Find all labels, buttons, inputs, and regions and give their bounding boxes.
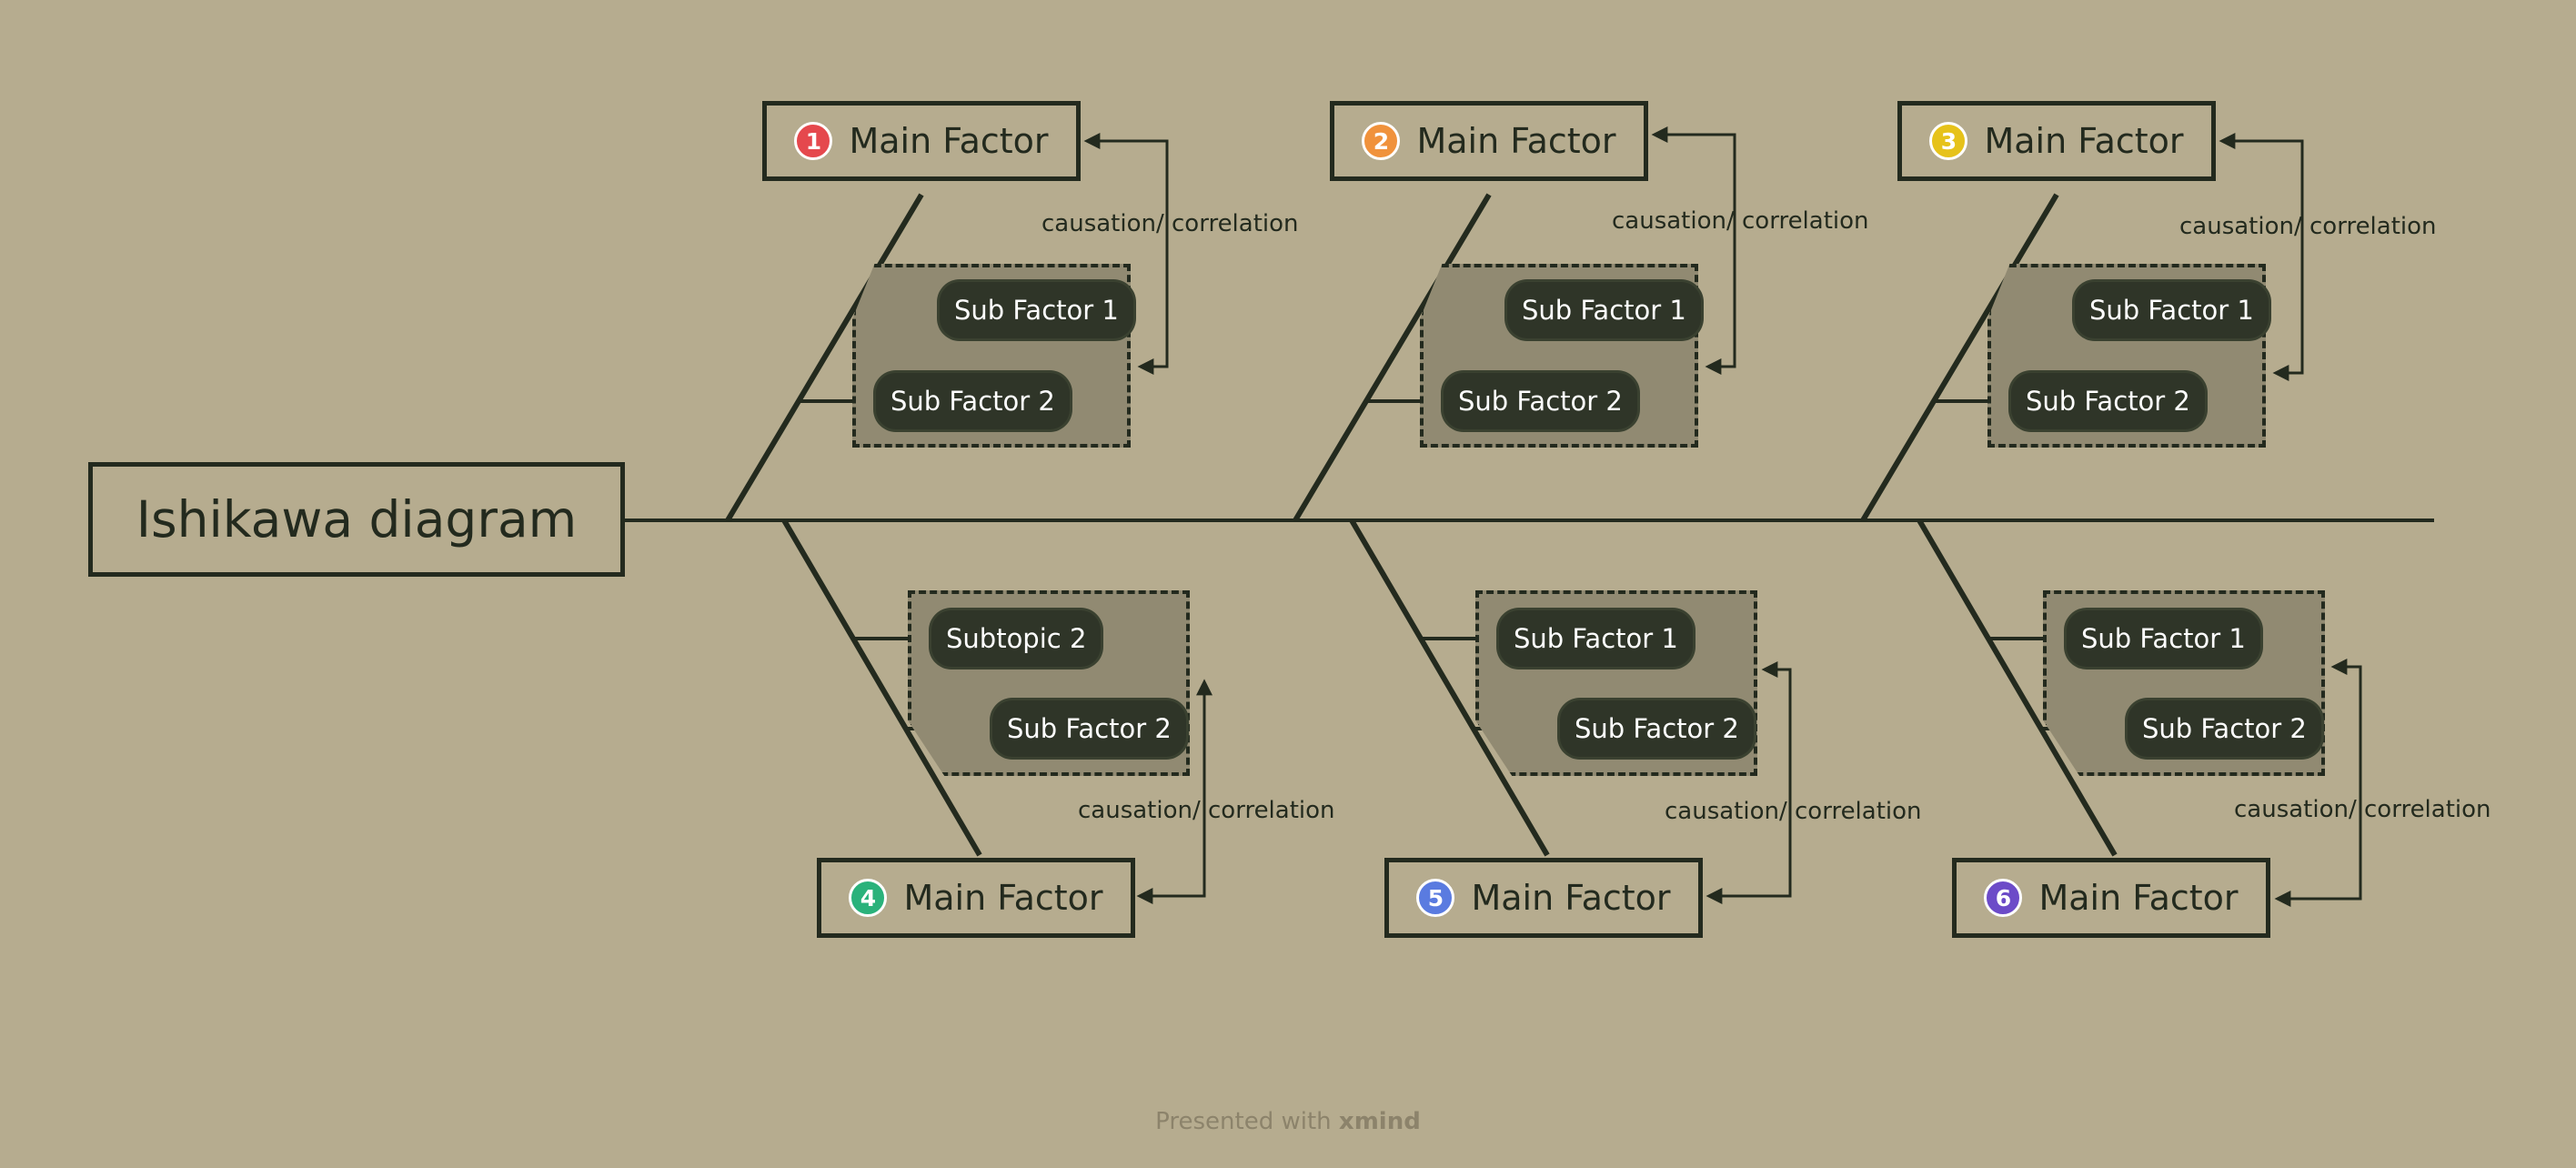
main-factor-label: Main Factor [903, 878, 1103, 918]
number-badge-6: 6 [1984, 879, 2023, 917]
number-badge-4: 4 [849, 879, 888, 917]
rib-5 [1349, 519, 1550, 857]
footer-prefix: Presented with [1155, 1108, 1339, 1135]
rib-1 [725, 193, 924, 522]
sub-factor-5-1[interactable]: Sub Factor 1 [1499, 610, 1693, 667]
main-factor-label: Main Factor [849, 121, 1049, 161]
main-factor-label: Main Factor [1984, 121, 2184, 161]
sub-factor-5-2[interactable]: Sub Factor 2 [1560, 700, 1754, 757]
main-factor-6[interactable]: 6 Main Factor [1952, 858, 2270, 938]
rib-2 [1293, 193, 1492, 522]
relationship-label-4[interactable]: causation/ correlation [1078, 797, 1335, 824]
central-topic-title: Ishikawa diagram [136, 490, 578, 549]
central-topic[interactable]: Ishikawa diagram [88, 462, 625, 577]
main-factor-5[interactable]: 5 Main Factor [1384, 858, 1703, 938]
sub-factor-4-2[interactable]: Sub Factor 2 [992, 700, 1186, 757]
sub-factor-1-1[interactable]: Sub Factor 1 [940, 282, 1133, 338]
sub-factor-1-2[interactable]: Sub Factor 2 [876, 373, 1070, 429]
relationship-label-2[interactable]: causation/ correlation [1612, 207, 1869, 235]
rib-6 [1917, 519, 2118, 857]
relationship-label-3[interactable]: causation/ correlation [2179, 213, 2437, 240]
main-factor-label: Main Factor [1416, 121, 1616, 161]
main-factor-label: Main Factor [2038, 878, 2239, 918]
main-factor-label: Main Factor [1471, 878, 1671, 918]
sub-factor-6-1[interactable]: Sub Factor 1 [2067, 610, 2260, 667]
xmind-brand: xmind [1338, 1108, 1421, 1135]
rib-4 [781, 519, 982, 857]
rib-3 [1860, 193, 2059, 522]
sub-factor-3-1[interactable]: Sub Factor 1 [2075, 282, 2269, 338]
relationship-label-5[interactable]: causation/ correlation [1665, 798, 1922, 825]
sub-factor-4-1[interactable]: Subtopic 2 [931, 610, 1102, 667]
main-factor-3[interactable]: 3 Main Factor [1897, 101, 2216, 181]
sub-factor-2-2[interactable]: Sub Factor 2 [1444, 373, 1637, 429]
presented-with-footer: Presented with xmind [0, 1108, 2576, 1135]
relationship-label-6[interactable]: causation/ correlation [2234, 796, 2491, 823]
number-badge-5: 5 [1416, 879, 1455, 917]
sub-factor-6-2[interactable]: Sub Factor 2 [2128, 700, 2321, 757]
main-factor-1[interactable]: 1 Main Factor [762, 101, 1081, 181]
relationship-label-1[interactable]: causation/ correlation [1041, 210, 1299, 237]
sub-factor-2-1[interactable]: Sub Factor 1 [1507, 282, 1701, 338]
main-factor-2[interactable]: 2 Main Factor [1330, 101, 1648, 181]
sub-factor-3-2[interactable]: Sub Factor 2 [2011, 373, 2205, 429]
number-badge-3: 3 [1929, 122, 1968, 160]
number-badge-2: 2 [1362, 122, 1401, 160]
number-badge-1: 1 [794, 122, 833, 160]
main-factor-4[interactable]: 4 Main Factor [817, 858, 1135, 938]
